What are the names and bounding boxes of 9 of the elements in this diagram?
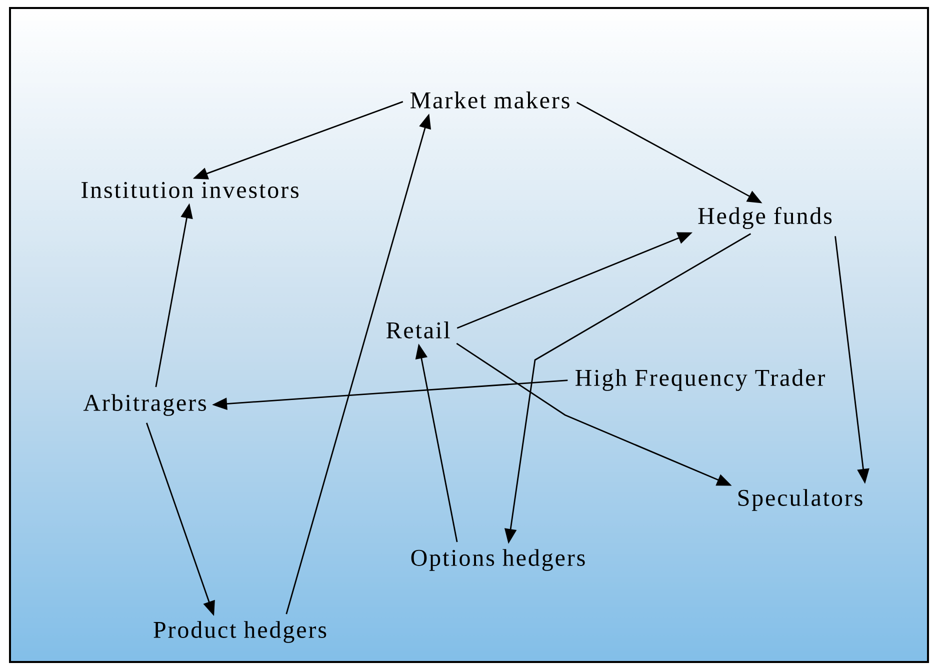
node-label: Retail	[386, 322, 450, 338]
node-label: Arbitragers	[83, 394, 206, 416]
node-label: Hedge funds	[698, 206, 832, 230]
node-label: Speculators	[738, 489, 862, 511]
node-label: High Frequency Trader	[576, 369, 825, 391]
node-label: Product hedgers	[154, 621, 326, 643]
node-label: Options hedgers	[411, 549, 585, 571]
node-label: Market makers	[410, 92, 570, 108]
node-label: Institution investors	[82, 182, 298, 198]
